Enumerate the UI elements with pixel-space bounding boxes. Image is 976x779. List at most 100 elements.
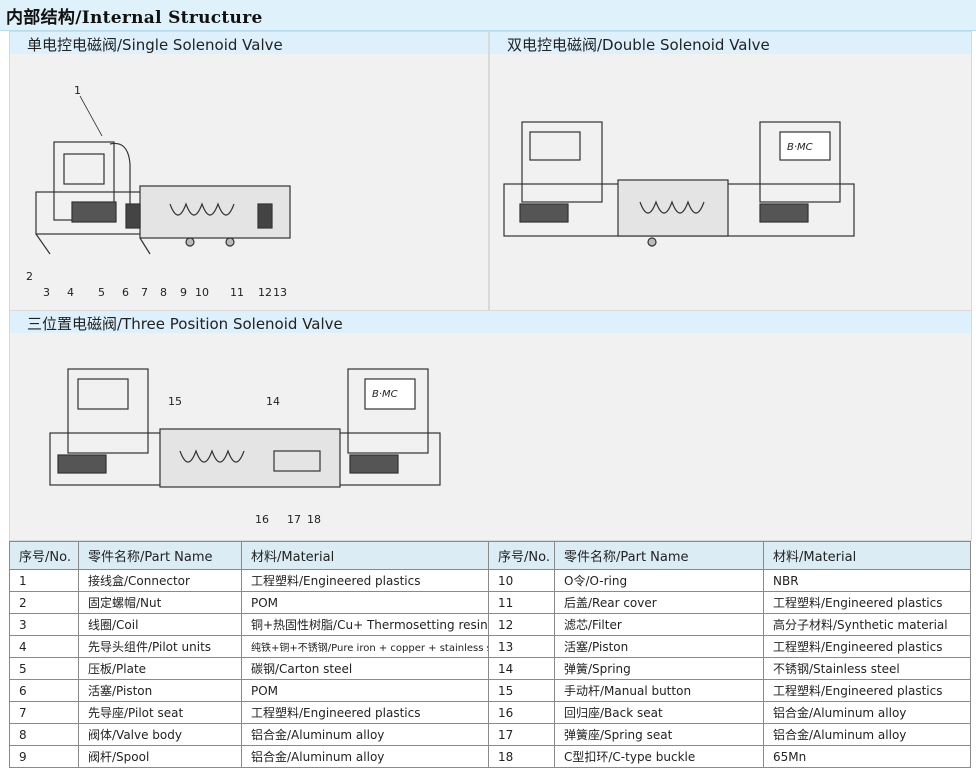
- cell-material: 工程塑料/Engineered plastics: [241, 701, 489, 724]
- cell-no: 12: [488, 613, 555, 636]
- header-no: 序号/No.: [9, 541, 79, 570]
- callout-2: 2: [26, 270, 33, 283]
- cell-no: 5: [9, 657, 79, 680]
- cell-name: 后盖/Rear cover: [554, 591, 764, 614]
- cell-no: 16: [488, 701, 555, 724]
- cell-no: 17: [488, 723, 555, 746]
- three-position-title: 三位置电磁阀/Three Position Solenoid Valve: [27, 315, 343, 333]
- cell-material: NBR: [763, 569, 971, 592]
- header-material: 材料/Material: [763, 541, 971, 570]
- double-logo: B·MC: [787, 142, 813, 153]
- cell-name: O令/O-ring: [554, 569, 764, 592]
- callout-7: 7: [141, 286, 148, 299]
- cell-material: 工程塑料/Engineered plastics: [763, 679, 971, 702]
- cell-no: 14: [488, 657, 555, 680]
- cell-name: 阀杆/Spool: [78, 745, 242, 768]
- cell-material: POM: [241, 591, 489, 614]
- callout-9: 9: [180, 286, 187, 299]
- cell-no: 7: [9, 701, 79, 724]
- cell-material: 工程塑料/Engineered plastics: [763, 635, 971, 658]
- cell-no: 6: [9, 679, 79, 702]
- callout-3: 3: [43, 286, 50, 299]
- callout-4: 4: [67, 286, 74, 299]
- cell-material: 铜+热固性树脂/Cu+ Thermosetting resin: [241, 613, 489, 636]
- cell-material: 碳钢/Carton steel: [241, 657, 489, 680]
- panel-title-bar: 三位置电磁阀/Three Position Solenoid Valve: [10, 311, 971, 333]
- cell-name: 回归座/Back seat: [554, 701, 764, 724]
- header-part-name: 零件名称/Part Name: [554, 541, 764, 570]
- cell-material: 铝合金/Aluminum alloy: [763, 701, 971, 724]
- cell-material: 工程塑料/Engineered plastics: [763, 591, 971, 614]
- cell-name: 压板/Plate: [78, 657, 242, 680]
- cell-material: 铝合金/Aluminum alloy: [241, 723, 489, 746]
- cell-no: 18: [488, 745, 555, 768]
- cell-material: 铝合金/Aluminum alloy: [763, 723, 971, 746]
- callout-13: 13: [273, 286, 287, 299]
- callout-6: 6: [122, 286, 129, 299]
- three-position-panel: 三位置电磁阀/Three Position Solenoid Valve B·M…: [9, 310, 972, 541]
- double-solenoid-panel: 双电控电磁阀/Double Solenoid Valve B·MC: [489, 31, 972, 311]
- header-no: 序号/No.: [488, 541, 555, 570]
- cell-name: 手动杆/Manual button: [554, 679, 764, 702]
- cell-name: 活塞/Piston: [554, 635, 764, 658]
- cell-name: 固定螺帽/Nut: [78, 591, 242, 614]
- cell-no: 10: [488, 569, 555, 592]
- cell-name: 接线盒/Connector: [78, 569, 242, 592]
- header-part-name: 零件名称/Part Name: [78, 541, 242, 570]
- cell-material: 纯铁+铜+不锈钢/Pure iron + copper + stainless …: [241, 635, 489, 658]
- cell-name: 弹簧座/Spring seat: [554, 723, 764, 746]
- callout-15: 15: [168, 395, 182, 408]
- cell-material: 工程塑料/Engineered plastics: [241, 569, 489, 592]
- cell-name: 先导座/Pilot seat: [78, 701, 242, 724]
- panel-title-bar: 双电控电磁阀/Double Solenoid Valve: [490, 32, 971, 54]
- section-title: 内部结构/Internal Structure: [6, 8, 263, 28]
- callout-5: 5: [98, 286, 105, 299]
- cell-name: 阀体/Valve body: [78, 723, 242, 746]
- single-solenoid-title: 单电控电磁阀/Single Solenoid Valve: [27, 36, 283, 54]
- cell-no: 3: [9, 613, 79, 636]
- section-header: 内部结构/Internal Structure: [0, 0, 976, 31]
- double-solenoid-drawing: B·MC: [503, 121, 855, 247]
- cell-name: 先导头组件/Pilot units: [78, 635, 242, 658]
- callout-16: 16: [255, 513, 269, 526]
- cell-name: C型扣环/C-type buckle: [554, 745, 764, 768]
- callout-18: 18: [307, 513, 321, 526]
- cell-material: 65Mn: [763, 745, 971, 768]
- callout-11: 11: [230, 286, 244, 299]
- cell-no: 8: [9, 723, 79, 746]
- cell-material: 铝合金/Aluminum alloy: [241, 745, 489, 768]
- cell-no: 13: [488, 635, 555, 658]
- cell-material: 高分子材料/Synthetic material: [763, 613, 971, 636]
- cell-no: 1: [9, 569, 79, 592]
- callout-17: 17: [287, 513, 301, 526]
- cell-no: 15: [488, 679, 555, 702]
- cell-name: 活塞/Piston: [78, 679, 242, 702]
- header-material: 材料/Material: [241, 541, 489, 570]
- callout-12: 12: [258, 286, 272, 299]
- cell-material: 不锈钢/Stainless steel: [763, 657, 971, 680]
- three-logo: B·MC: [372, 389, 398, 400]
- double-solenoid-title: 双电控电磁阀/Double Solenoid Valve: [507, 36, 770, 54]
- cell-name: 弹簧/Spring: [554, 657, 764, 680]
- table-header-row: 序号/No. 零件名称/Part Name 材料/Material: [9, 541, 489, 570]
- cell-no: 9: [9, 745, 79, 768]
- cell-no: 4: [9, 635, 79, 658]
